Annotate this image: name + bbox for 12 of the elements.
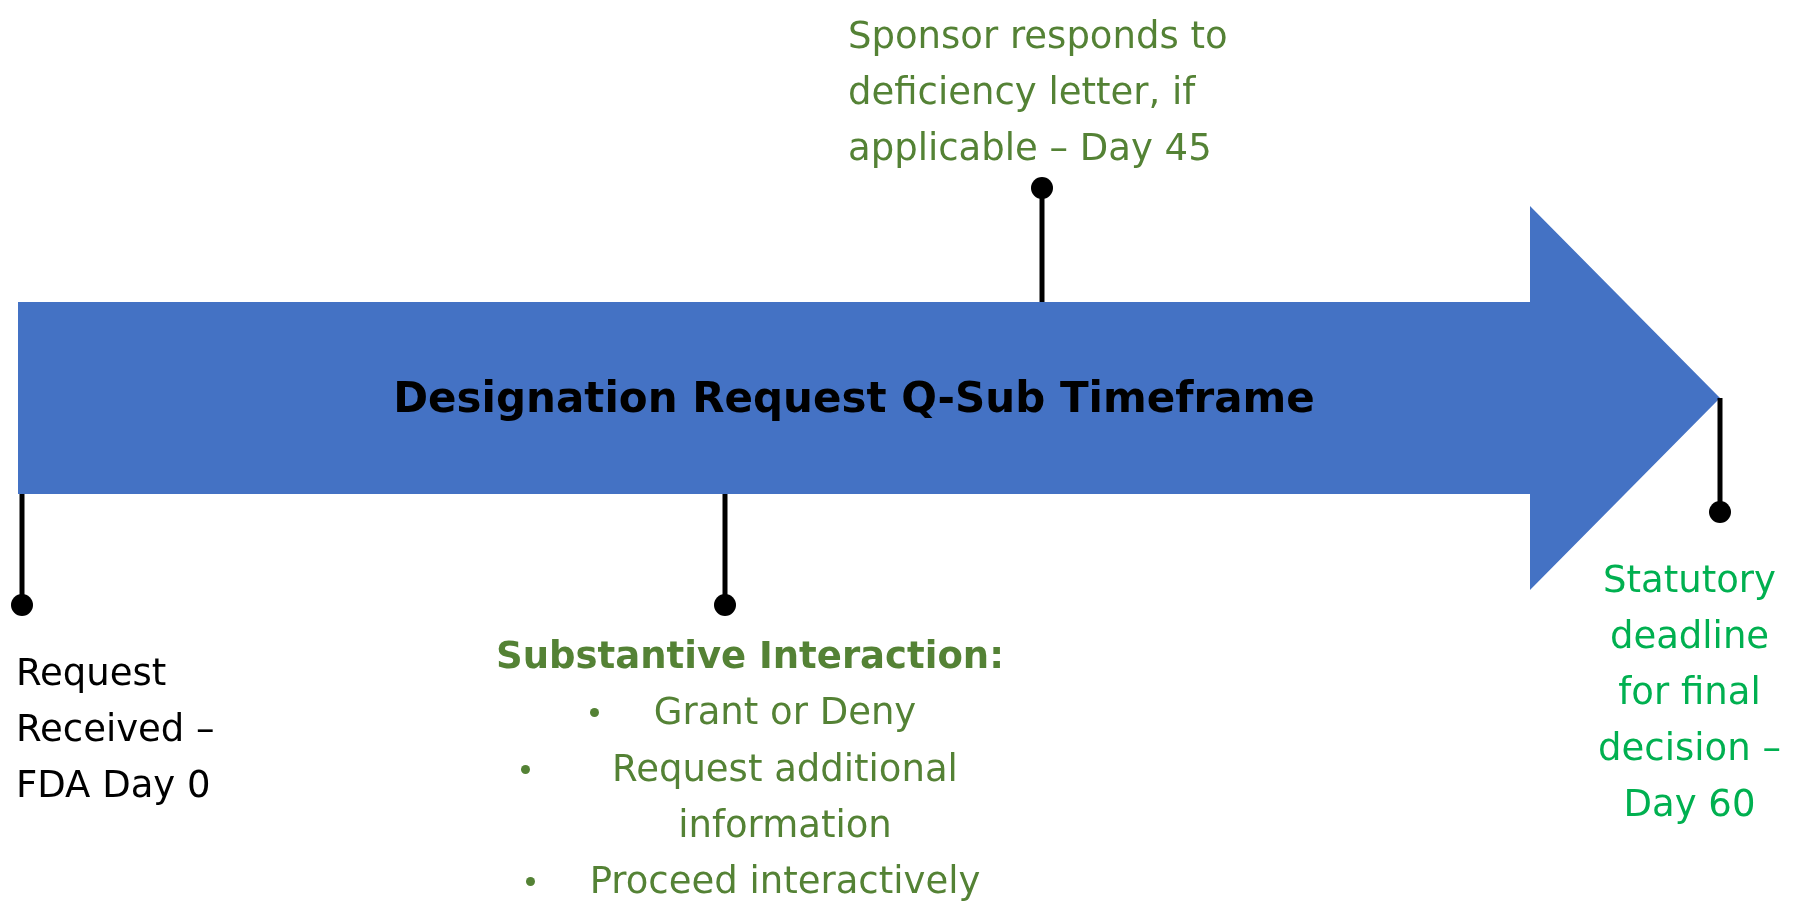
milestone-text: Statutory deadline for final decision – Day 60	[1597, 557, 1782, 827]
milestone-marker	[714, 494, 736, 616]
milestone-text: Sponsor responds to deficiency letter, if applicable – Day 45	[848, 13, 1229, 171]
arrow-title: Designation Request Q-Sub Timeframe	[392, 372, 1316, 424]
milestone-text: Request Received – FDA Day 0	[16, 650, 216, 808]
bullet-text: Grant or Deny	[653, 689, 917, 735]
milestone-marker	[11, 494, 33, 616]
milestone-marker	[1709, 398, 1731, 523]
heading: Substantive Interaction:	[495, 633, 1005, 679]
milestone-marker	[1031, 177, 1053, 302]
bullet-text: Request additional information	[611, 746, 959, 848]
bullet-text: Proceed interactively	[589, 858, 981, 904]
